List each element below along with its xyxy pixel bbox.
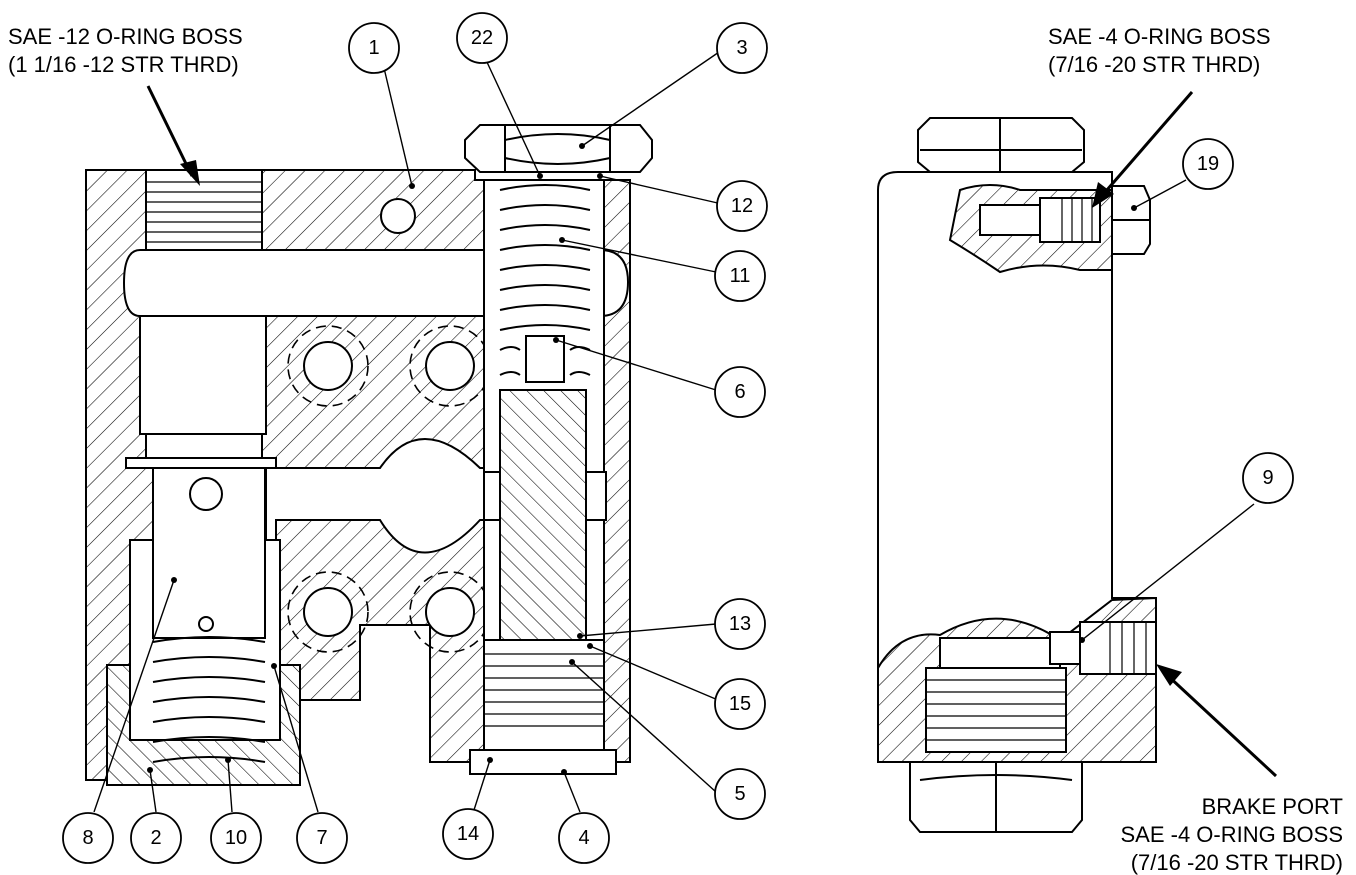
svg-text:15: 15 <box>729 693 751 715</box>
note-top-right-line-2: (7/16 -20 STR THRD) <box>1048 52 1260 77</box>
balloon-5: 5 <box>714 768 766 820</box>
balloon-10: 10 <box>210 812 262 864</box>
balloon-8: 8 <box>62 812 114 864</box>
note-top-right-line-1: SAE -4 O-RING BOSS <box>1048 24 1271 49</box>
note-top-left-line-1: SAE -12 O-RING BOSS <box>8 24 243 49</box>
note-bottom-right-line-3: (7/16 -20 STR THRD) <box>1131 850 1343 875</box>
side-view <box>877 117 1157 833</box>
svg-text:13: 13 <box>729 613 751 635</box>
svg-text:2: 2 <box>150 827 161 849</box>
note-top-left-line-2: (1 1/16 -12 STR THRD) <box>8 52 239 77</box>
note-top-right: SAE -4 O-RING BOSS (7/16 -20 STR THRD) <box>1048 24 1271 77</box>
note-top-left: SAE -12 O-RING BOSS (1 1/16 -12 STR THRD… <box>8 24 243 77</box>
balloon-22: 22 <box>456 12 508 64</box>
svg-text:6: 6 <box>734 381 745 403</box>
balloon-13: 13 <box>714 598 766 650</box>
balloon-14: 14 <box>442 808 494 860</box>
note-bottom-right-line-1: BRAKE PORT <box>1202 794 1343 819</box>
plug-4 <box>469 639 617 775</box>
svg-text:10: 10 <box>225 827 247 849</box>
svg-text:11: 11 <box>730 265 751 287</box>
arrowhead <box>180 160 200 186</box>
svg-text:1: 1 <box>368 37 379 59</box>
svg-text:19: 19 <box>1197 153 1219 175</box>
balloon-2: 2 <box>130 812 182 864</box>
leader-lines <box>93 49 1255 813</box>
balloon-3: 3 <box>716 22 768 74</box>
svg-text:7: 7 <box>316 827 327 849</box>
arrowhead <box>1092 182 1114 208</box>
balloon-19: 19 <box>1182 138 1234 190</box>
svg-text:12: 12 <box>731 195 753 217</box>
balloon-6: 6 <box>714 366 766 418</box>
note-bottom-right-line-2: SAE -4 O-RING BOSS <box>1121 822 1344 847</box>
balloon-7: 7 <box>296 812 348 864</box>
spring-11 <box>499 184 591 383</box>
cartridge-2 <box>106 467 301 786</box>
svg-text:14: 14 <box>457 823 479 845</box>
svg-text:4: 4 <box>578 827 589 849</box>
arrowhead <box>1156 664 1182 686</box>
svg-text:8: 8 <box>82 827 93 849</box>
port-thread-lines <box>146 181 262 243</box>
balloon-15: 15 <box>714 678 766 730</box>
cap-nut-3 <box>464 124 653 173</box>
balloon-1: 1 <box>348 22 400 74</box>
svg-text:3: 3 <box>736 37 747 59</box>
balloon-12: 12 <box>716 180 768 232</box>
svg-text:22: 22 <box>471 27 493 49</box>
balloon-9: 9 <box>1242 452 1294 504</box>
svg-text:5: 5 <box>734 783 745 805</box>
balloon-4: 4 <box>558 812 610 864</box>
balloon-11: 11 <box>714 250 766 302</box>
note-bottom-right: BRAKE PORT SAE -4 O-RING BOSS (7/16 -20 … <box>1121 794 1344 875</box>
svg-text:9: 9 <box>1262 467 1273 489</box>
